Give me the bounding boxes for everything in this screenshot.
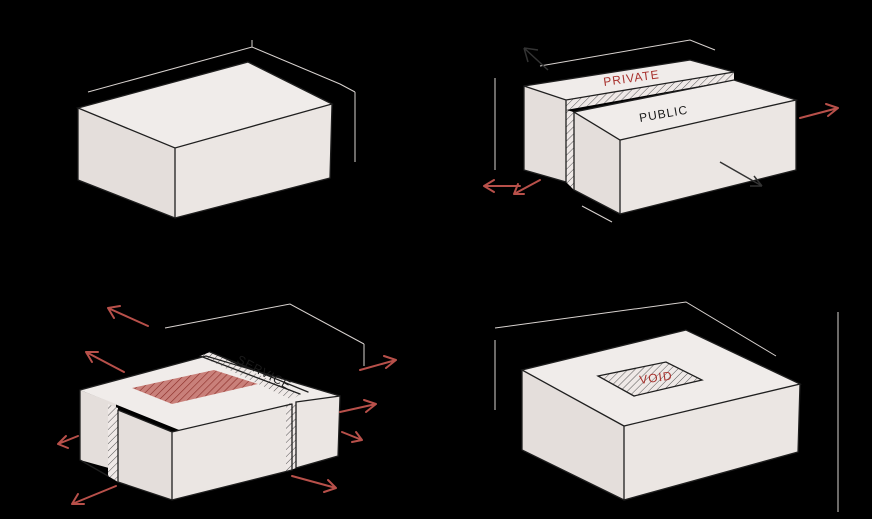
block-sketch-private-public: PRIVATE PUBLIC — [483, 39, 839, 223]
arrow-northwest-top — [107, 305, 149, 327]
arrow-east — [799, 103, 839, 119]
arrow-southeast — [291, 475, 337, 493]
arrow-east-lower — [341, 431, 363, 443]
block-sketch-simple — [75, 40, 356, 219]
void-label: VOID — [638, 368, 673, 387]
arrow-southwest — [71, 485, 117, 505]
block-sketch-service: SERVICE — [57, 303, 397, 505]
arrow-southwest — [513, 179, 541, 195]
block-sketch-void: VOID — [494, 301, 839, 512]
arrow-northwest — [523, 47, 549, 71]
arrow-east-upper — [339, 399, 377, 413]
arrow-west — [483, 179, 521, 193]
arrow-southeast — [719, 161, 763, 187]
arrow-west — [57, 435, 79, 449]
arrow-northeast — [359, 355, 397, 371]
arrow-northwest-left — [85, 351, 125, 373]
